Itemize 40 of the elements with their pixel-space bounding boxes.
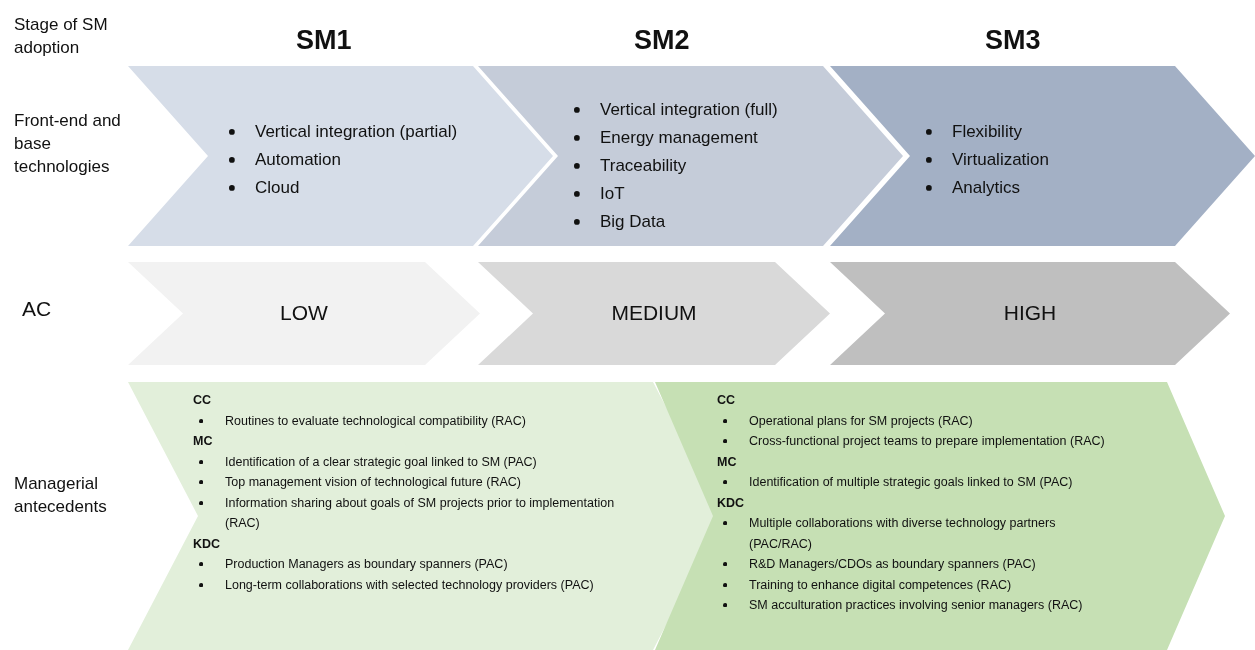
bullet-text: R&D Managers/CDOs as boundary spanners (PAC) <box>749 557 1036 571</box>
bullet-text: Cross-functional project teams to prepare implementation (RAC) <box>749 434 1105 448</box>
bullet-text: Big Data <box>600 212 666 231</box>
section-heading: MC <box>717 453 738 471</box>
row-label: Managerial antecedents <box>14 473 108 518</box>
section-heading: CC <box>717 392 737 409</box>
level-text: MEDIUM <box>611 300 697 325</box>
bullet-text: Cloud <box>255 178 300 197</box>
row-label: AC <box>22 296 52 322</box>
bullet-text: Top management vision of technological future (RAC) <box>225 475 521 489</box>
section-heading: MC <box>193 433 214 450</box>
bullet-text: Identification of multiple strategic goals linked to SM (PAC) <box>749 475 1073 489</box>
level-text: LOW <box>280 300 328 325</box>
bullet-text: Virtualization <box>952 150 1050 169</box>
bullet-text: Identification of a clear strategic goal linked to SM (PAC) <box>225 454 537 469</box>
bullet-text: SM acculturation practices involving senior managers (RAC) <box>749 598 1083 612</box>
stage-heading: SM2 <box>634 24 690 57</box>
bullet-text: Flexibility <box>952 122 1022 141</box>
bullet-text: Information sharing about goals of SM projects prior to implementation (RAC) <box>225 495 615 530</box>
bullet-text: Vertical integration (partial) <box>255 122 458 141</box>
bullet-text: IoT <box>600 184 625 203</box>
stage-heading: SM1 <box>296 24 352 57</box>
bullet-text: Vertical integration (full) <box>600 100 778 119</box>
bullet-text: Training to enhance digital competences (RAC) <box>749 577 1012 592</box>
bullet-text: Traceability <box>600 156 687 175</box>
row-label: Front-end and base technologies <box>14 110 122 178</box>
section-heading: CC <box>193 392 213 409</box>
stage-heading: SM3 <box>985 24 1041 57</box>
bullet-text: Production Managers as boundary spanners (PAC) <box>225 557 508 571</box>
row-label: Stage of SM adoption <box>14 14 109 59</box>
level-text: HIGH <box>1003 300 1057 325</box>
bullet-text: Routines to evaluate technological compatibility (RAC) <box>225 413 526 428</box>
bullet-text: Analytics <box>952 178 1021 197</box>
section-heading: KDC <box>717 494 746 512</box>
bullet-text: Operational plans for SM projects (RAC) <box>749 413 973 428</box>
bullet-text: Long-term collaborations with selected technology providers (PAC) <box>225 577 594 592</box>
bullet-text: Energy management <box>600 128 758 147</box>
bullet-text: Multiple collaborations with diverse technology partners (PAC/RAC) <box>749 516 1056 551</box>
section-heading: KDC <box>193 535 222 553</box>
bullet-text: Automation <box>255 150 341 169</box>
